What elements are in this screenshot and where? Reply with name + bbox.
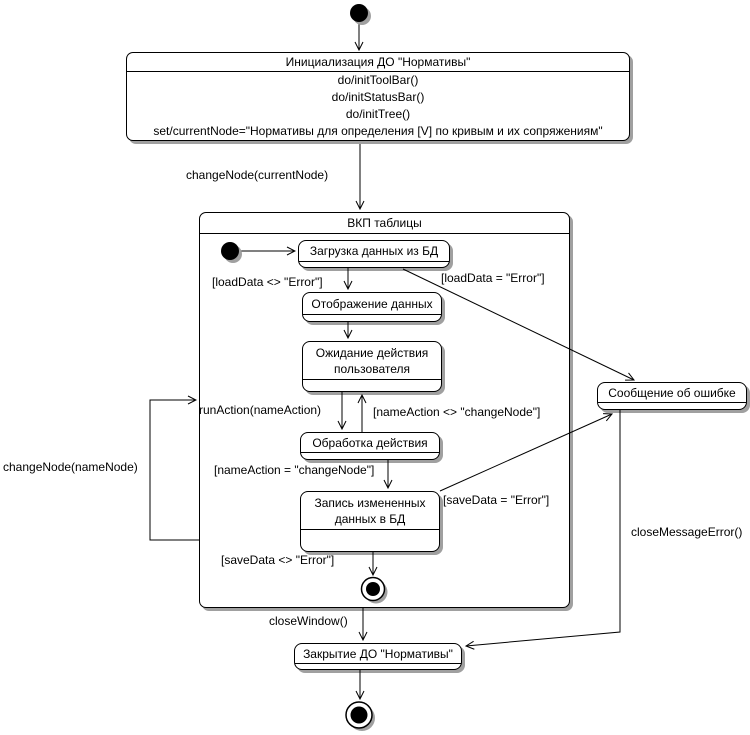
transition-label-loaddata-error: [loadData = "Error"] xyxy=(441,271,545,285)
state-compartment-divider xyxy=(301,452,439,459)
state-process-action: Обработка действия xyxy=(300,432,440,460)
transition-label-runaction: runAction(nameAction) xyxy=(199,403,322,417)
state-compartment-divider xyxy=(299,261,449,267)
state-close: Закрытие ДО "Нормативы" xyxy=(294,643,462,670)
state-compartment-divider xyxy=(303,379,441,391)
transition-vkp-self-changenode xyxy=(149,400,199,541)
state-compartment-divider xyxy=(301,529,439,551)
state-initialization-actions: do/initToolBar() do/initStatusBar() do/i… xyxy=(127,72,629,140)
transition-label-changenode-currentnode: changeNode(currentNode) xyxy=(186,168,329,182)
state-initialization: Инициализация ДО "Нормативы" do/initTool… xyxy=(126,52,630,141)
action-line: do/initTree() xyxy=(345,107,411,121)
state-load-data: Загрузка данных из БД xyxy=(298,240,450,268)
final-state-ring xyxy=(345,701,373,729)
final-state-shadow xyxy=(349,705,375,731)
state-compartment-divider xyxy=(303,314,441,321)
initial-state-top xyxy=(350,4,371,25)
final-state-dot xyxy=(350,706,368,724)
state-save-data-title: Запись измененных данных в БД xyxy=(314,495,426,526)
initial-state-dot xyxy=(350,4,368,22)
state-compartment-divider xyxy=(295,663,461,669)
transition-label-closewindow: closeWindow() xyxy=(269,614,348,628)
initial-state-shadow xyxy=(353,7,371,25)
transition-label-changenode-namenode: changeNode(nameNode) xyxy=(3,460,138,474)
state-initialization-title: Инициализация ДО "Нормативы" xyxy=(127,53,629,72)
state-display-data: Отображение данных xyxy=(302,292,442,322)
state-wait-user-action: Ожидание действия пользователя xyxy=(302,341,442,392)
state-wait-user-action-title: Ожидание действия пользователя xyxy=(315,345,429,376)
state-error-message-title: Сообщение об ошибке xyxy=(608,385,736,400)
transition-label-savedata-ok: [saveData <> "Error"] xyxy=(221,553,335,567)
action-line: do/initToolBar() xyxy=(337,73,419,87)
state-error-message: Сообщение об ошибке xyxy=(597,382,747,410)
state-save-data: Запись измененных данных в БД xyxy=(300,491,440,552)
action-line: set/currentNode="Нормативы для определен… xyxy=(153,124,603,138)
state-compartment-divider xyxy=(598,402,746,409)
transition-label-nameaction-neq: [nameAction <> "changeNode"] xyxy=(373,405,541,419)
transition-label-savedata-error: [saveData = "Error"] xyxy=(443,493,550,507)
transition-label-nameaction-eq: [nameAction = "changeNode"] xyxy=(214,463,375,477)
transition-label-closemessageerror: closeMessageError() xyxy=(631,525,743,539)
state-vkp-table-title: ВКП таблицы xyxy=(200,213,569,234)
action-line: do/initStatusBar() xyxy=(331,90,425,104)
state-display-data-title: Отображение данных xyxy=(311,296,433,311)
state-close-title: Закрытие ДО "Нормативы" xyxy=(303,646,453,661)
state-process-action-title: Обработка действия xyxy=(312,435,428,450)
state-load-data-title: Загрузка данных из БД xyxy=(309,244,439,258)
final-state-bottom xyxy=(345,701,375,731)
transition-label-loaddata-ok: [loadData <> "Error"] xyxy=(212,275,323,289)
